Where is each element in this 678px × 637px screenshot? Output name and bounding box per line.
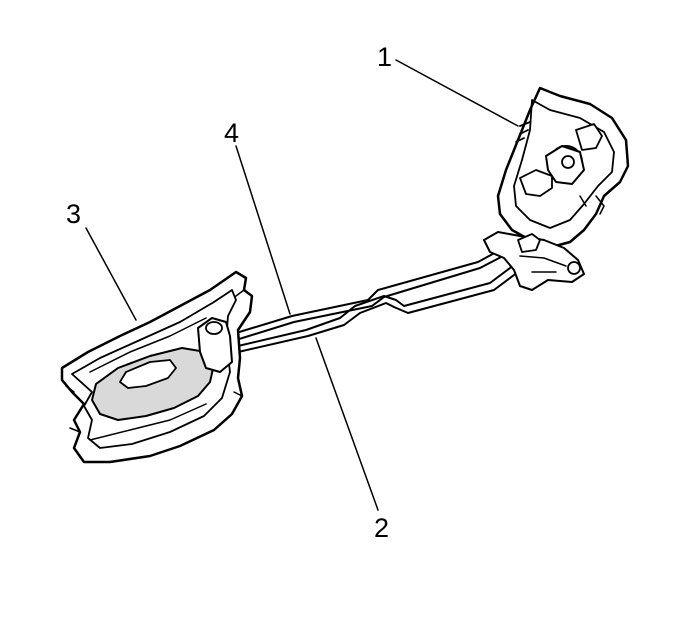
upper-rod-edge [235,250,525,341]
latch-bracket-detail [519,255,567,273]
leader-line-2 [315,337,379,511]
bezel-ridge-lower [89,403,207,441]
lower-rod [237,257,521,347]
handle-bezel-inner [71,289,237,449]
upper-rod [235,244,523,334]
door-latch-assembly [483,86,630,291]
inside-handle-assembly [60,270,254,464]
leader-line-4 [235,145,291,315]
rod-connection-clip [517,233,541,253]
latch-rotor-center [561,155,575,169]
callout-1: 1 [377,42,392,72]
rod-assembly [235,244,527,353]
lower-rod-edge [237,261,527,353]
leader-line-3 [85,227,137,321]
bezel-tab-right [233,289,245,397]
latch-detent-lever [519,169,553,197]
latch-lower-bracket [483,231,585,291]
callout-2: 2 [374,513,389,543]
latch-slot [515,121,531,143]
bezel-tab-left [65,385,81,433]
latch-striker-opening [575,123,603,151]
handle-grip-opening [119,359,177,389]
bezel-ridge-upper [89,317,207,373]
leader-lines [85,59,519,511]
latch-tab-upper [579,195,605,215]
leader-line-1 [395,59,519,127]
callout-4: 4 [224,118,239,148]
callouts: 1 2 3 4 [66,42,392,543]
latch-bracket-hole [567,261,581,275]
callout-3: 3 [66,199,81,229]
pivot-hole [205,321,223,335]
